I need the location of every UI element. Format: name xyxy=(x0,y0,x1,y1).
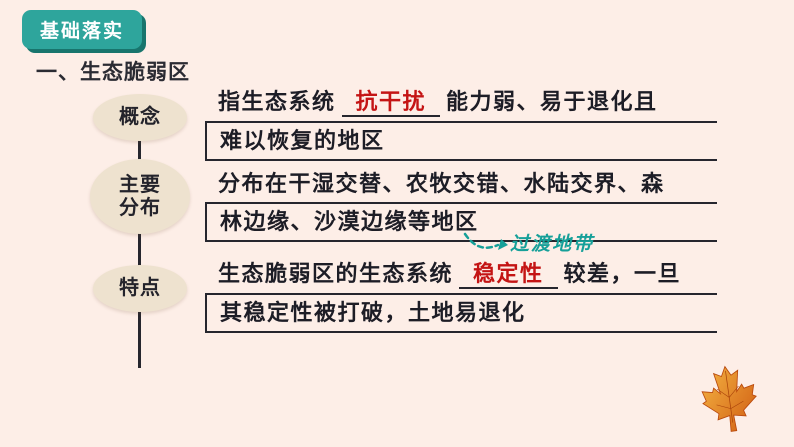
feature-node: 特点 xyxy=(93,265,187,312)
feature-text-block: 生态脆弱区的生态系统稳定性较差，一旦 其稳定性被打破，土地易退化 xyxy=(205,256,717,333)
feature-node-label: 特点 xyxy=(119,277,161,299)
concept-line1: 指生态系统抗干扰能力弱、易于退化且 xyxy=(205,84,717,123)
feature-blank-answer: 稳定性 xyxy=(459,261,558,289)
feature-text-pre: 生态脆弱区的生态系统 xyxy=(218,261,454,286)
concept-line2: 难以恢复的地区 xyxy=(205,123,717,161)
concept-blank-answer: 抗干扰 xyxy=(341,89,441,117)
distribution-text-block: 分布在干湿交替、农牧交错、水陆交界、森 林边缘、沙漠边缘等地区 xyxy=(205,166,717,242)
feature-text-post: 较差，一旦 xyxy=(563,261,682,286)
feature-line1: 生态脆弱区的生态系统稳定性较差，一旦 xyxy=(205,256,717,295)
concept-node: 概念 xyxy=(93,94,187,141)
concept-text-post: 能力弱、易于退化且 xyxy=(446,89,658,114)
transition-zone-label: 过渡地带 xyxy=(510,234,595,255)
distribution-line2: 林边缘、沙漠边缘等地区 xyxy=(205,204,717,242)
flow-trunk-line xyxy=(138,105,141,368)
curved-arrow-icon xyxy=(463,232,508,250)
distribution-node-label-line1: 主要 xyxy=(119,173,161,196)
lesson-badge-label: 基础落实 xyxy=(40,21,125,42)
distribution-node: 主要 分布 xyxy=(90,159,190,234)
section-heading: 一、生态脆弱区 xyxy=(36,61,190,84)
distribution-node-label-line2: 分布 xyxy=(119,196,161,219)
lesson-badge: 基础落实 xyxy=(22,10,143,49)
concept-text-block: 指生态系统抗干扰能力弱、易于退化且 难以恢复的地区 xyxy=(205,84,717,161)
feature-line2: 其稳定性被打破，土地易退化 xyxy=(205,295,717,333)
transition-zone-annotation: 过渡地带 xyxy=(462,229,594,256)
maple-leaf-icon xyxy=(701,365,757,432)
concept-node-label: 概念 xyxy=(119,106,161,128)
distribution-line1: 分布在干湿交替、农牧交错、水陆交界、森 xyxy=(205,166,717,204)
concept-text-pre: 指生态系统 xyxy=(218,89,336,114)
